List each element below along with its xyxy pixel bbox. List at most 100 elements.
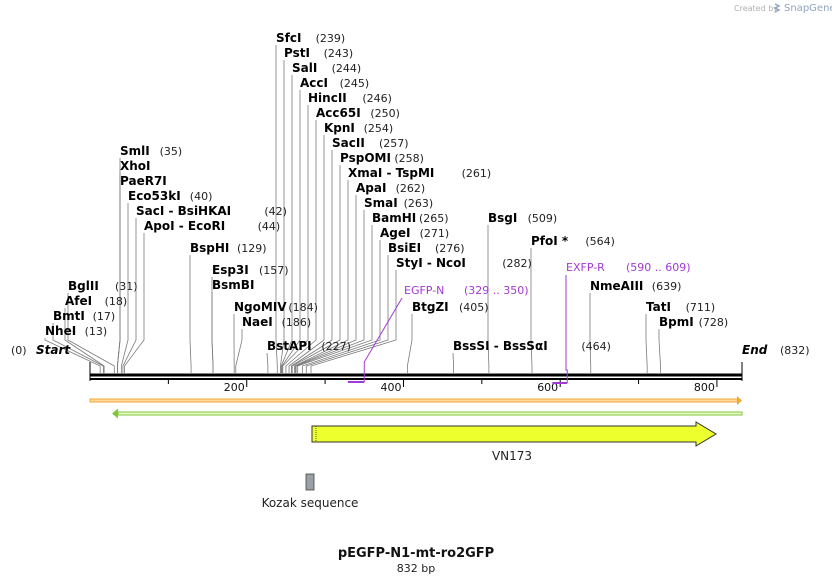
leader-nhei [44, 338, 101, 373]
enzyme-position: (245) [340, 77, 370, 90]
leader-apai [294, 195, 357, 373]
enzyme-position: (282) [502, 257, 532, 270]
sequence-length: 832 bp [397, 562, 435, 575]
enzyme-position: (157) [259, 264, 289, 277]
enzyme-sacii: SacII [332, 136, 365, 150]
leader-acc65i [285, 120, 317, 373]
enzyme-position: (258) [394, 152, 424, 165]
primer-leader [565, 275, 568, 383]
leader-bsiei [305, 255, 389, 373]
vn173-start-marker [311, 425, 317, 443]
leader-bstapi [266, 352, 269, 373]
enzyme-hincii: HincII [308, 91, 347, 105]
enzyme-paer7i: PaeR7I [120, 174, 167, 188]
enzyme-bstapi: BstAPI [267, 339, 312, 353]
enzyme-position: (262) [396, 182, 426, 195]
enzyme-position: (35) [160, 145, 183, 158]
leader-xmai-tspmi [294, 180, 349, 373]
enzyme-position: (509) [528, 212, 558, 225]
leader-btgzi [406, 314, 413, 373]
enzyme-btgzi: BtgZI [412, 300, 449, 314]
snapgene-logo-icon [773, 3, 781, 13]
leader-afei [64, 308, 105, 373]
primer-name: EGFP-N [404, 284, 444, 297]
enzyme-position: (711) [686, 301, 716, 314]
leader-kpni [288, 135, 325, 373]
enzyme-position: (13) [85, 325, 108, 338]
enzyme-position: (31) [115, 280, 138, 293]
enzyme-position: (263) [404, 197, 434, 210]
start-position: (0) [11, 344, 27, 357]
kozak-label: Kozak sequence [262, 496, 359, 510]
ruler-label: 800 [694, 381, 715, 394]
leader-bamhi [297, 225, 373, 373]
leader-bsssi-bsss-i [452, 352, 455, 373]
leader-pfoi [530, 248, 533, 373]
enzyme-apai: ApaI [356, 181, 386, 195]
enzyme-position: (728) [699, 316, 729, 329]
enzyme-bsphi: BspHI [190, 241, 229, 255]
enzyme-kpni: KpnI [324, 121, 355, 135]
credit-brand: SnapGene [784, 3, 832, 14]
enzyme-eco53ki: Eco53kI [128, 189, 181, 203]
enzyme-pfoi: PfoI * [531, 234, 569, 248]
enzyme-sali: SalI [292, 61, 317, 75]
leader-apoi-ecori [124, 233, 145, 373]
enzyme-smli: SmlI [120, 144, 150, 158]
leader-saci-bsihkai [122, 218, 137, 373]
enzyme-afei: AfeI [65, 294, 92, 308]
leader-smai [295, 210, 365, 373]
site-labels: SfcI(239)PstI(243)SalI(244)AccI(245)Hinc… [11, 31, 810, 357]
enzyme-bglii: BglII [68, 279, 99, 293]
orange-arrow-head [737, 396, 742, 405]
enzyme-tati: TatI [646, 300, 671, 314]
leader-agei [301, 240, 381, 373]
leader-pspomi [291, 165, 341, 373]
enzyme-xmai-tspmi: XmaI - TspMI [348, 166, 434, 180]
leader-paer7i [117, 188, 121, 373]
end-label: End [742, 343, 768, 357]
enzyme-bpmi: BpmI [659, 315, 694, 329]
enzyme-acci: AccI [300, 76, 328, 90]
enzyme-nmeaiii: NmeAIII [590, 279, 643, 293]
enzyme-position: (639) [652, 280, 682, 293]
leader-sali [280, 75, 293, 373]
leader-bglii [67, 293, 115, 373]
ruler-label: 400 [380, 381, 401, 394]
enzyme-position: (40) [190, 190, 213, 203]
kozak-feature-box [305, 473, 315, 491]
credit-prefix: Created by [734, 4, 778, 13]
leader-bpmi [658, 329, 661, 373]
enzyme-position: (227) [321, 340, 351, 353]
leader-bsmbi [211, 292, 214, 373]
primer-leader [363, 297, 403, 382]
enzyme-apoi-ecori: ApoI - EcoRI [144, 219, 225, 233]
enzyme-psti: PstI [284, 46, 310, 60]
primer-range: (590 .. 609) [626, 261, 691, 274]
green-arrow-head [112, 408, 118, 419]
enzyme-position: (244) [332, 62, 362, 75]
leader-bmti [52, 323, 104, 373]
enzyme-position: (17) [93, 310, 116, 323]
leader-psti [280, 60, 285, 373]
enzyme-position: (261) [462, 167, 492, 180]
enzyme-pspomi: PspOMI [340, 151, 391, 165]
enzyme-position: (254) [364, 122, 394, 135]
vn173-label: VN173 [492, 449, 532, 463]
primer-range: (329 .. 350) [464, 284, 529, 297]
enzyme-agei: AgeI [380, 226, 410, 240]
enzyme-position: (464) [581, 340, 611, 353]
enzyme-position: (239) [316, 32, 346, 45]
site-leader-lines [44, 45, 661, 373]
leader-eco53ki [120, 203, 129, 373]
enzyme-bsgi: BsgI [488, 211, 517, 225]
enzyme-bmti: BmtI [53, 309, 85, 323]
enzyme-position: (246) [362, 92, 392, 105]
leader-naei [235, 329, 243, 373]
primer-name: EXFP-R [566, 261, 605, 274]
enzyme-naei: NaeI [242, 315, 273, 329]
leader-acci [281, 90, 301, 373]
leader-bsphi [189, 255, 192, 373]
